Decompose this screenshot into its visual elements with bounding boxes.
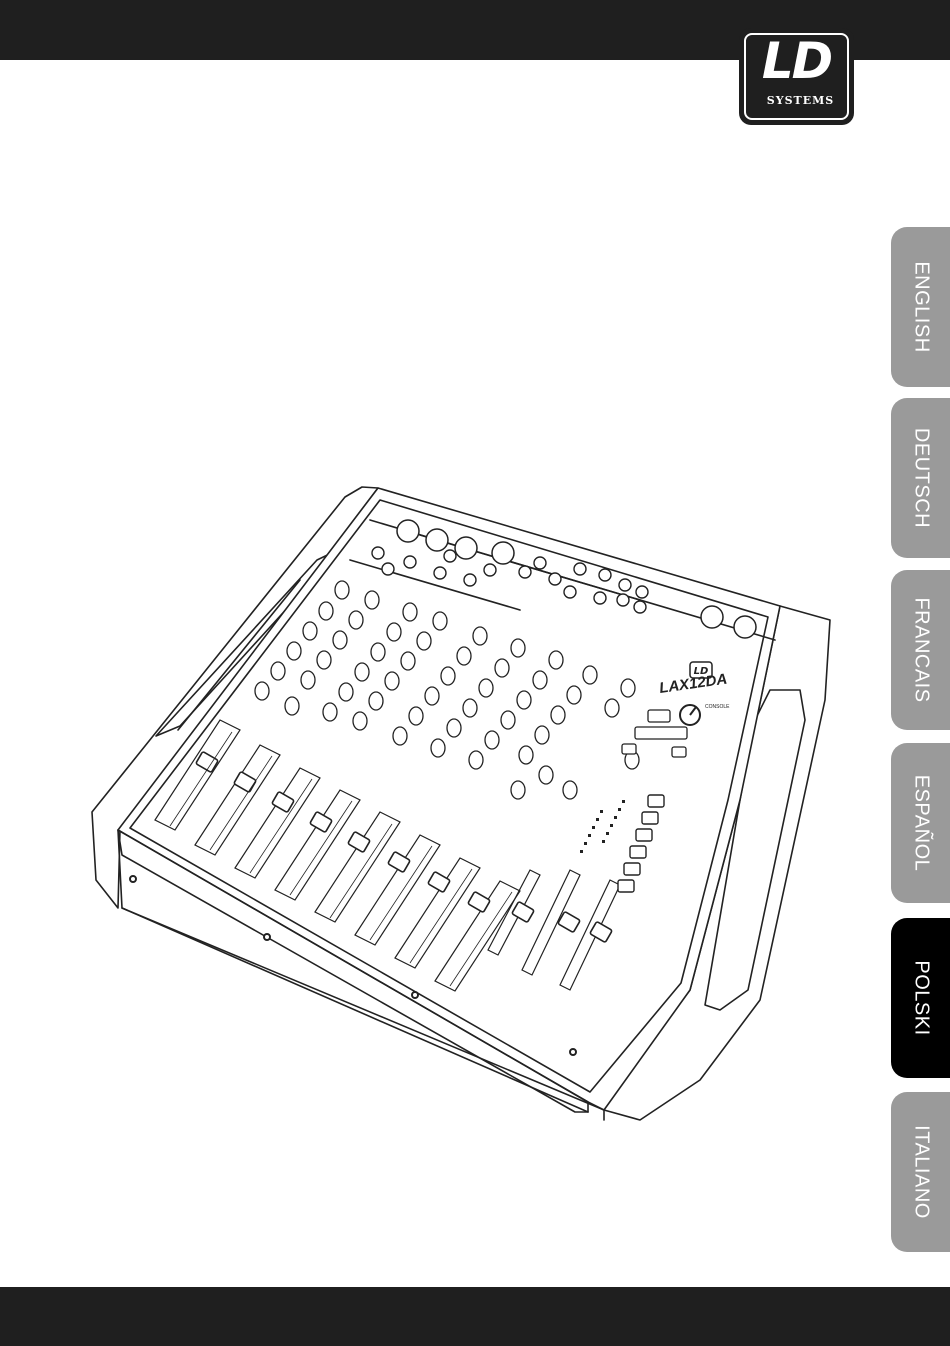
tab-espanol-label: ESPAÑOL xyxy=(909,775,932,872)
screw xyxy=(412,992,418,998)
model-sublabel: CONSOLE xyxy=(705,704,730,710)
tab-polski-label: POLSKI xyxy=(909,960,932,1035)
screw xyxy=(570,1049,576,1055)
xlr-jack xyxy=(455,537,477,559)
tab-polski[interactable]: POLSKI xyxy=(891,918,950,1078)
tab-english[interactable]: ENGLISH xyxy=(891,227,950,387)
tab-italiano-label: ITALIANO xyxy=(909,1125,932,1219)
xlr-jack xyxy=(426,529,448,551)
tab-deutsch[interactable]: DEUTSCH xyxy=(891,398,950,558)
footer-bar xyxy=(0,1287,950,1346)
tab-english-label: ENGLISH xyxy=(909,261,932,352)
tab-francais[interactable]: FRANCAIS xyxy=(891,570,950,730)
xlr-jack xyxy=(734,616,756,638)
tab-italiano[interactable]: ITALIANO xyxy=(891,1092,950,1252)
tab-francais-label: FRANCAIS xyxy=(909,597,932,702)
xlr-jack xyxy=(397,520,419,542)
mixer-top-surface xyxy=(118,488,780,1110)
tab-espanol[interactable]: ESPAÑOL xyxy=(891,743,950,903)
tab-deutsch-label: DEUTSCH xyxy=(909,428,932,528)
xlr-jack xyxy=(492,542,514,564)
screw xyxy=(130,876,136,882)
language-tabs: ENGLISH DEUTSCH FRANCAIS ESPAÑOL POLSKI … xyxy=(891,0,950,1346)
xlr-jack xyxy=(701,606,723,628)
screw xyxy=(264,934,270,940)
